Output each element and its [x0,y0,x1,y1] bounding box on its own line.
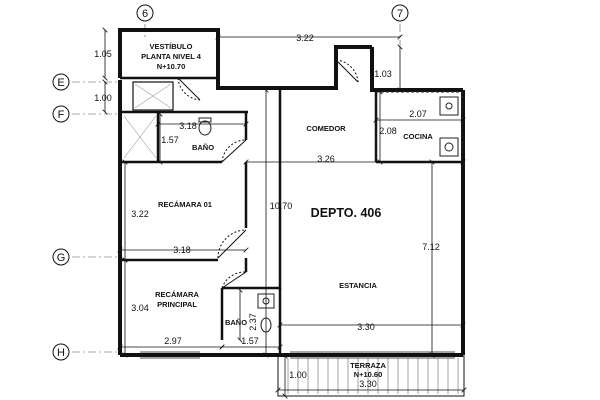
axis-f-label: F [58,109,65,121]
doors [177,59,359,289]
dimension-lines [105,30,464,396]
dim-1-03: 1.03 [374,69,392,79]
room-label-recamara-principal-1: RECÁMARA [155,290,199,299]
room-label-recamara-01: RECÁMARA 01 [158,200,212,209]
room-label-vestibulo-3: N+10.70 [157,62,186,71]
axis-g-bubble [52,248,70,266]
axis-7-bubble [391,4,409,22]
dim-3-18-top: 3.18 [179,121,197,131]
room-label-cocina: COCINA [403,132,433,141]
room-label-comedor: COMEDOR [306,124,346,133]
dim-2-07: 2.07 [409,109,427,119]
dim-3-30-terraza: 3.30 [359,379,377,389]
room-label-bano-1: BAÑO [192,143,214,152]
unit-label-depto: DEPTO. 406 [311,206,382,220]
interior-walls [120,76,463,355]
dim-3-30-mid: 3.30 [357,322,375,332]
axis-e-label: E [57,77,64,89]
dim-3-18-mid: 3.18 [173,245,191,255]
dim-1-00-left: 1.00 [94,93,112,103]
dim-3-04: 3.04 [131,303,149,313]
axis-e-bubble [52,73,70,91]
shower-hatch [123,83,172,159]
axis-markers [52,4,409,361]
dim-3-22-left: 3.22 [131,209,149,219]
room-label-bano-2: BAÑO [225,318,247,327]
room-label-terraza-2: N+10.60 [354,370,383,379]
dim-10-70: 10.70 [270,201,293,211]
room-label-terraza-1: TERRAZA [350,361,386,370]
axis-6-label: 6 [142,8,148,20]
dim-1-05: 1.05 [94,49,112,59]
axis-h-bubble [52,343,70,361]
room-label-vestibulo-1: VESTÍBULO [150,42,193,51]
axis-7-label: 7 [397,8,403,20]
dim-2-37: 2.37 [248,313,258,331]
kitchen-counter [375,91,463,163]
room-label-recamara-principal-2: PRINCIPAL [157,300,197,309]
dim-7-12: 7.12 [422,242,440,252]
dim-2-08: 2.08 [379,126,397,136]
dim-1-57-bottom: 1.57 [241,336,259,346]
axis-f-bubble [52,105,70,123]
dim-1-00-terraza: 1.00 [289,370,307,380]
room-label-vestibulo-2: PLANTA NIVEL 4 [141,52,202,61]
dim-3-26: 3.26 [317,154,335,164]
room-label-estancia: ESTANCIA [339,281,377,290]
windows [140,351,455,359]
dim-1-57-bano: 1.57 [161,135,179,145]
axis-g-label: G [57,252,66,264]
dim-2-97: 2.97 [164,336,182,346]
dim-3-22-top: 3.22 [296,33,314,43]
axis-h-label: H [57,347,65,359]
axis-6-bubble [136,4,154,22]
